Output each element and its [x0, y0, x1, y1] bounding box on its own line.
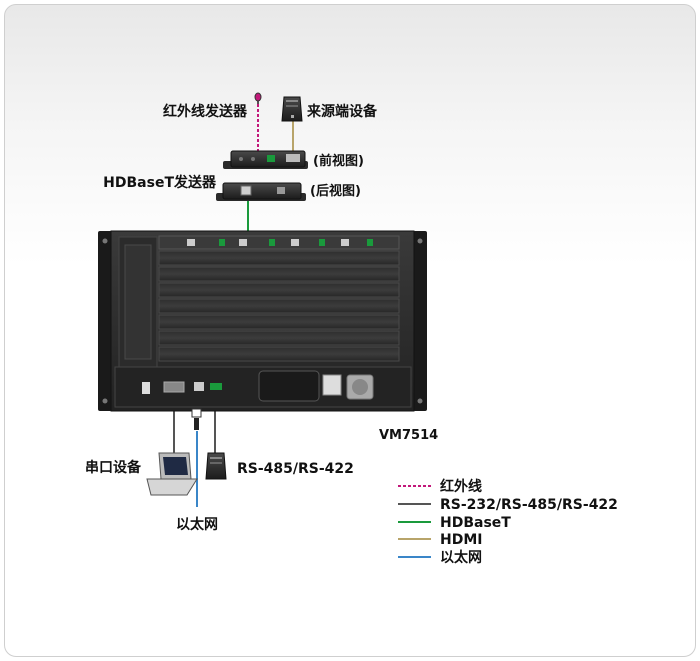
- legend-item-ethernet: 以太网: [398, 549, 482, 566]
- vm7514-chassis: [98, 230, 427, 412]
- blank-slots: [158, 250, 400, 362]
- legend-item-hdbaset: HDBaseT: [398, 515, 511, 531]
- label-rs485: RS-485/RS-422: [237, 461, 354, 477]
- connection-diagram: 红外线发送器 来源端设备 (前视图) HDBaseT发送器 (后视图) VM75…: [85, 92, 618, 566]
- label-model: VM7514: [379, 428, 438, 443]
- ethernet-connector-icon: [191, 408, 202, 430]
- legend-label-hdbaset: HDBaseT: [440, 515, 511, 531]
- source-device-icon: [281, 96, 303, 122]
- diagram-frame: 红外线发送器 来源端设备 (前视图) HDBaseT发送器 (后视图) VM75…: [4, 4, 696, 657]
- transmitter-front-view: [223, 150, 308, 169]
- ir-transmitter-icon: [254, 92, 262, 104]
- label-serial-device: 串口设备: [85, 459, 142, 476]
- serial-device-icon: [146, 452, 198, 496]
- legend-label-ethernet: 以太网: [440, 549, 482, 566]
- label-rear-view: (后视图): [310, 183, 361, 199]
- legend-label-ir: 红外线: [440, 478, 482, 495]
- legend-label-hdmi: HDMI: [440, 532, 482, 548]
- label-source-device: 来源端设备: [306, 103, 378, 120]
- transmitter-rear-view: [216, 182, 306, 201]
- label-ethernet: 以太网: [176, 516, 218, 533]
- legend: 红外线 RS-232/RS-485/RS-422 HDBaseT HDMI 以太…: [398, 478, 618, 566]
- label-ir-transmitter: 红外线发送器: [163, 103, 248, 120]
- legend-item-serial: RS-232/RS-485/RS-422: [398, 497, 618, 513]
- label-front-view: (前视图): [313, 153, 364, 169]
- legend-item-ir: 红外线: [398, 478, 482, 495]
- rs485-device-icon: [205, 452, 227, 480]
- legend-item-hdmi: HDMI: [398, 532, 482, 548]
- label-hdbaset-transmitter: HDBaseT发送器: [103, 174, 217, 191]
- legend-label-serial: RS-232/RS-485/RS-422: [440, 497, 618, 513]
